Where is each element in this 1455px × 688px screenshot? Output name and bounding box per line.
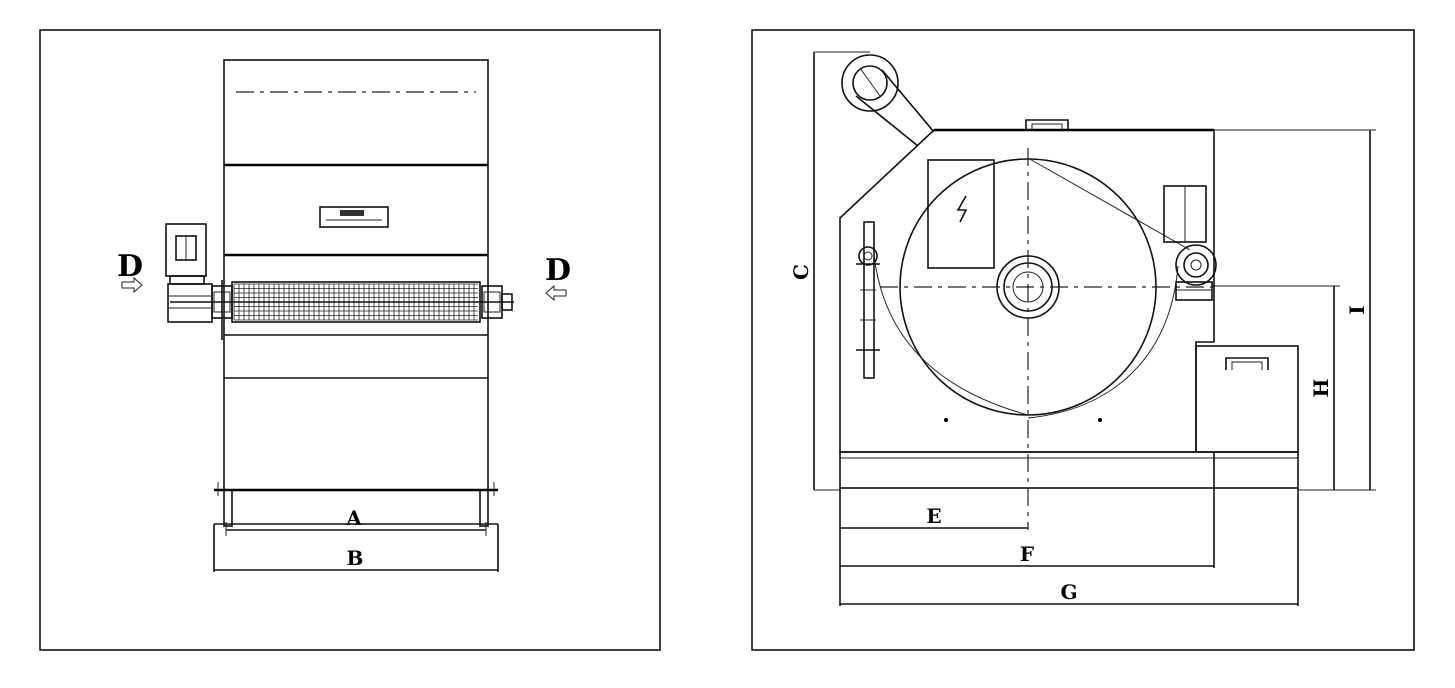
dimension-a-label: A [345, 506, 362, 530]
view-marker-left: D [117, 249, 143, 294]
dimension-b: B [213, 523, 499, 572]
drive-motor [165, 223, 213, 323]
side-view-panel: C I H E F G [751, 29, 1415, 651]
view-marker-right: D [545, 253, 571, 302]
dimension-f: F [840, 452, 1215, 568]
cabinet-body [223, 59, 489, 491]
view-d-left-label: D [117, 249, 143, 284]
lightning-icon [956, 195, 968, 223]
drum-shaft [170, 280, 514, 340]
dimension-g-label: G [1060, 580, 1077, 604]
name-plate [319, 206, 389, 228]
dimension-i: I [1214, 129, 1376, 491]
front-view-panel: A B D D [39, 29, 661, 651]
top-handle [1025, 119, 1069, 130]
side-view-frame [751, 29, 1415, 651]
dimension-h: H [1212, 285, 1340, 490]
cabinet-legs [214, 482, 498, 527]
dimension-i-label: I [1345, 305, 1369, 314]
electrical-box [927, 159, 995, 269]
belt-path [1027, 157, 1191, 419]
tensioner-rod [856, 221, 1029, 416]
right-drive-unit [1163, 185, 1217, 301]
dimension-c: C [789, 51, 870, 491]
housing-outline [839, 128, 1215, 453]
front-view-frame [39, 29, 661, 651]
dimension-f-label: F [1020, 542, 1034, 566]
dimension-e-label: E [926, 504, 941, 528]
base-frame [839, 418, 1299, 489]
dimension-a: A [225, 506, 487, 536]
dimension-b-label: B [347, 546, 364, 570]
dimension-e: E [839, 488, 1028, 606]
collection-bin [1195, 345, 1299, 453]
dimension-c-label: C [789, 264, 813, 280]
inlet-pipe [841, 54, 935, 147]
rotary-drum [880, 148, 1220, 530]
dimension-g: G [840, 488, 1299, 606]
arrow-right-icon [121, 276, 143, 294]
dimension-h-label: H [1309, 379, 1333, 398]
view-d-right-label: D [545, 253, 571, 288]
arrow-left-icon [545, 284, 567, 302]
